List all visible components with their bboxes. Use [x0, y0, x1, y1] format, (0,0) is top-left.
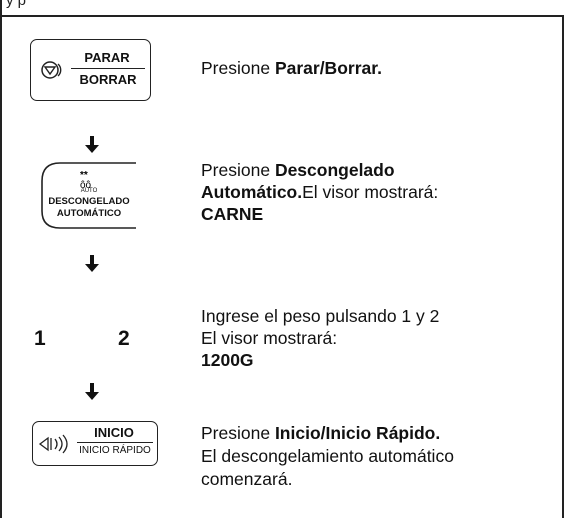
stop-icon — [41, 61, 62, 79]
right-border — [562, 15, 564, 518]
auto-defrost-button-outline — [41, 162, 136, 229]
quick-start-label: INICIO RÁPIDO — [77, 442, 153, 456]
arrow-down-icon — [85, 255, 99, 272]
step1-lead: Presione — [201, 58, 275, 78]
step4-lead: Presione — [201, 423, 275, 443]
top-border — [0, 0, 564, 17]
automatic-label: AUTOMÁTICO — [56, 208, 122, 219]
header-fragment-text: y p — [6, 0, 27, 9]
start-label: INICIO — [94, 425, 134, 440]
snowflake-drops-icon: ** ôô — [80, 170, 92, 190]
step3-line1: Ingrese el peso pulsando 1 y 2 — [201, 306, 440, 326]
left-border — [0, 0, 2, 518]
start-button[interactable]: INICIO INICIO RÁPIDO — [32, 421, 158, 466]
step3-display: 1200G — [201, 350, 254, 370]
step2-bold1: Descongelado — [274, 160, 395, 180]
auto-small-label: AUTO — [80, 188, 98, 194]
digit-1-key[interactable]: 1 — [34, 327, 46, 350]
step4-line2: El descongelamiento automático — [201, 446, 454, 466]
svg-text:ôô: ôô — [80, 180, 92, 190]
start-icon — [38, 434, 68, 454]
step2-bold2: Automático. — [201, 182, 303, 202]
step4-text: Presione Inicio/Inicio Rápido. El descon… — [201, 422, 551, 491]
step2-lead: Presione — [201, 160, 275, 180]
stop-clear-button[interactable]: PARAR BORRAR — [30, 39, 151, 101]
step3-line2: El visor mostrará: — [201, 328, 338, 348]
step2-rest: El visor mostrará: — [302, 182, 439, 202]
defrost-label: DESCONGELADO — [48, 196, 130, 207]
step2-text: Presione Descongelado Automático.El viso… — [201, 159, 541, 225]
clear-label: BORRAR — [71, 68, 145, 87]
auto-defrost-button[interactable]: ** ôô AUTO DESCONGELADO AUTOMÁTICO — [40, 161, 138, 230]
step2-display: CARNE — [201, 204, 264, 224]
arrow-down-icon — [85, 383, 99, 400]
digit-2-key[interactable]: 2 — [118, 327, 130, 350]
step1-text: Presione Parar/Borrar. — [201, 57, 382, 79]
svg-text:**: ** — [80, 170, 88, 181]
step3-text: Ingrese el peso pulsando 1 y 2 El visor … — [201, 305, 541, 371]
step4-line3: comenzará. — [201, 469, 293, 489]
arrow-down-icon — [85, 136, 99, 153]
step1-bold: Parar/Borrar. — [274, 58, 382, 78]
stop-label: PARAR — [84, 50, 130, 65]
step4-bold: Inicio/Inicio Rápido. — [274, 423, 441, 443]
